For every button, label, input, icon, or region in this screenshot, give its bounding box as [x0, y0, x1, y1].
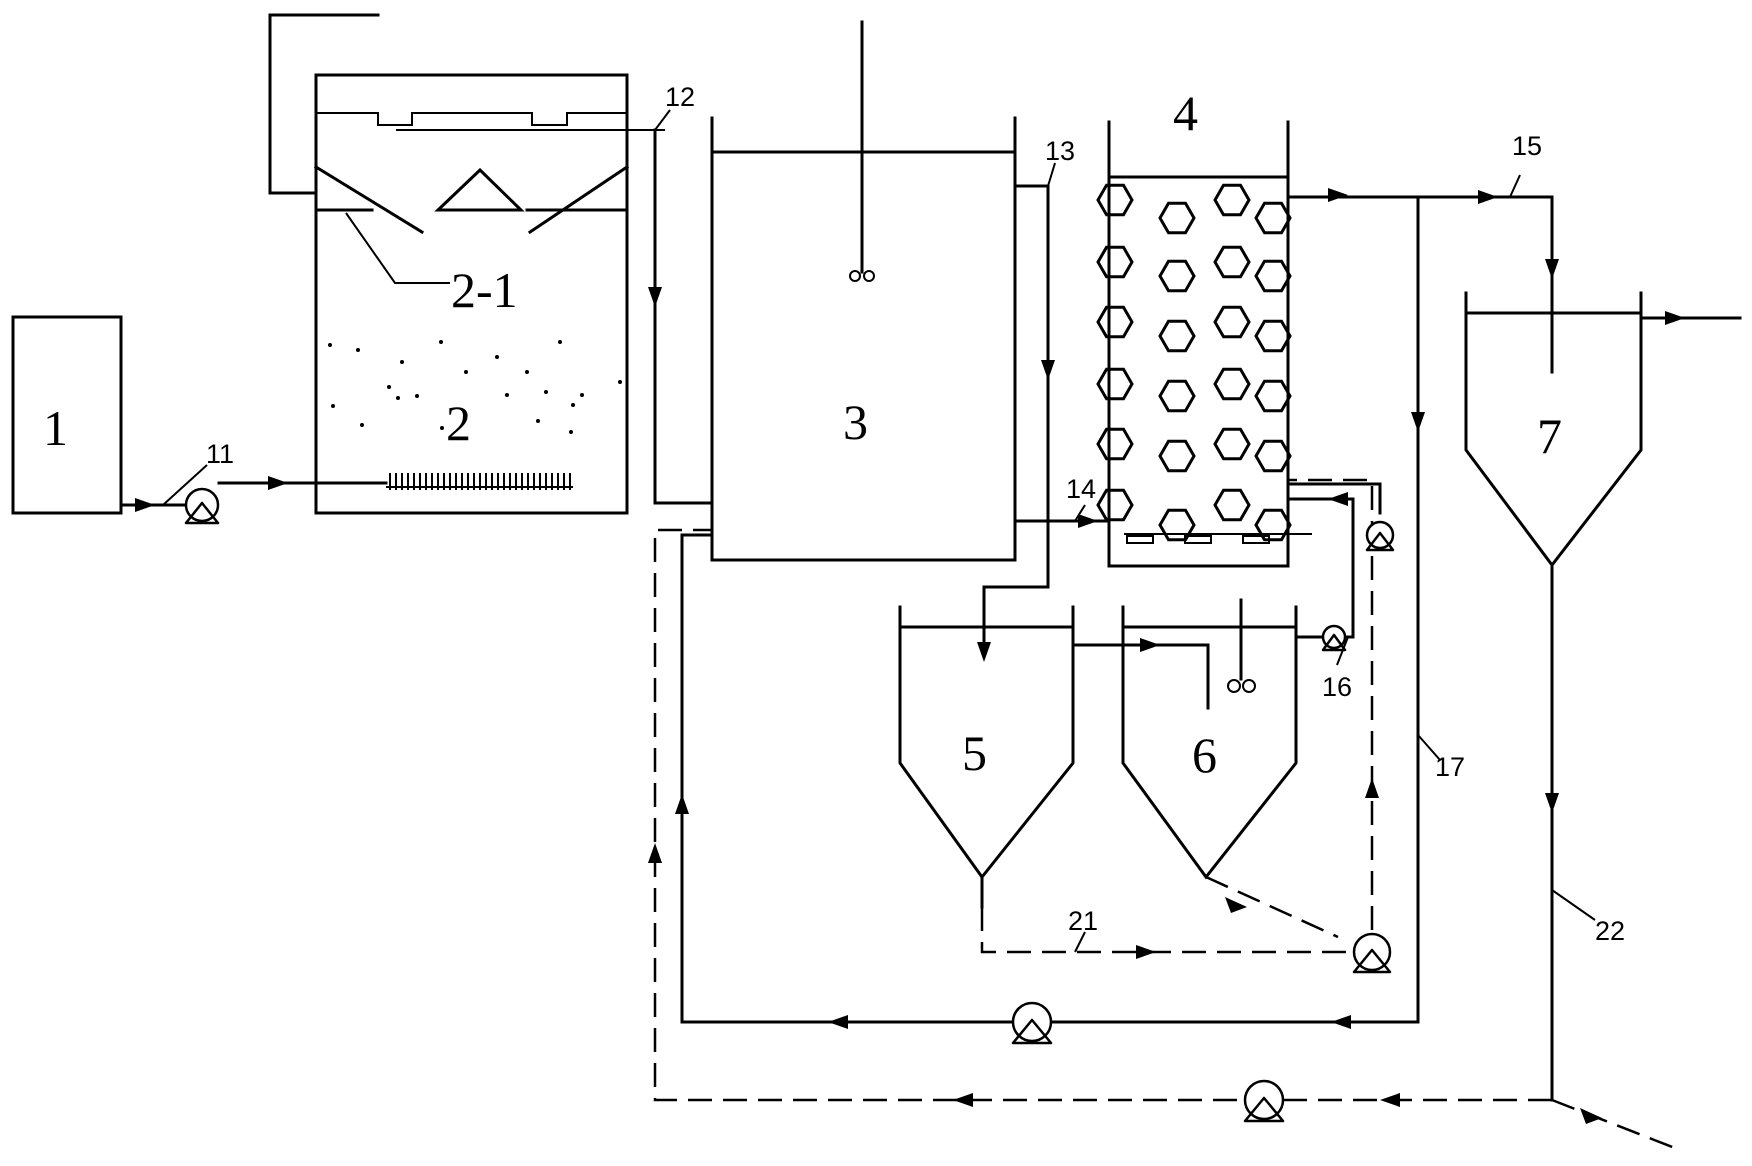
media-hexagon — [1254, 201, 1292, 235]
media-hexagon — [1096, 245, 1134, 279]
pipe-network — [119, 128, 1742, 1102]
flow-arrow-icon — [1328, 188, 1348, 202]
flow-arrow-icon — [1545, 793, 1559, 813]
media-hexagon — [1158, 319, 1196, 353]
tank-6-label: 6 — [1192, 727, 1217, 783]
pipe-12-label: 12 — [665, 82, 695, 112]
pipe-22-label: 22 — [1595, 916, 1625, 946]
flow-arrow-icon — [1380, 1093, 1400, 1107]
media-hexagon — [1158, 201, 1196, 235]
pumps — [184, 487, 1395, 1123]
flow-arrow-icon — [953, 1093, 973, 1107]
flow-arrow-icon — [1665, 311, 1685, 325]
sludge-line-network — [653, 478, 1681, 1152]
separator-2-1-label: 2-1 — [451, 262, 518, 318]
biofilter-4: 4 — [1096, 85, 1312, 568]
tank-3: 3 — [710, 20, 1017, 562]
pump-icon — [1321, 624, 1347, 652]
flow-arrow-icon — [1328, 492, 1348, 506]
media-hexagon — [1096, 305, 1134, 339]
pipe-14-label: 14 — [1066, 474, 1096, 504]
flow-arrow-icon — [1140, 638, 1160, 652]
media-hexagon — [1213, 427, 1251, 461]
flow-arrow-icon — [1545, 259, 1559, 279]
pump-icon — [1365, 520, 1395, 552]
flow-arrow-icon — [268, 476, 288, 490]
pipe-17-label: 17 — [1435, 752, 1465, 782]
media-hexagon — [1254, 319, 1292, 353]
flow-arrow-icon — [1365, 778, 1379, 798]
flow-arrow-icon — [1331, 1015, 1351, 1029]
media-hexagon — [1096, 427, 1134, 461]
media-hexagon — [1254, 439, 1292, 473]
flow-arrow-icon — [1136, 945, 1156, 959]
flow-arrow-icon — [648, 843, 662, 863]
media-hexagon — [1213, 488, 1251, 522]
flow-arrow-icon — [135, 498, 155, 512]
pipe-16-label: 16 — [1322, 672, 1352, 702]
media-hexagon — [1158, 379, 1196, 413]
flow-arrow-icon — [675, 794, 689, 814]
flow-arrow-icon — [977, 642, 991, 662]
water-distributor — [386, 473, 573, 490]
media-hexagon — [1096, 488, 1134, 522]
flow-arrow-icon — [828, 1015, 848, 1029]
tank-1-label: 1 — [43, 400, 68, 456]
pump-icon — [1243, 1079, 1285, 1123]
settler-7-label: 7 — [1537, 408, 1562, 464]
pump-icon — [184, 487, 220, 525]
sludge-particles — [328, 340, 622, 434]
pump-icon — [1011, 1001, 1053, 1045]
flow-arrow-icon — [1078, 514, 1098, 528]
media-hexagon — [1254, 379, 1292, 413]
flow-arrow-icon — [1041, 360, 1055, 380]
media-hexagon — [1213, 305, 1251, 339]
media-hexagon — [1213, 183, 1251, 217]
media-hexagon — [1158, 439, 1196, 473]
biofilter-4-label: 4 — [1173, 85, 1198, 141]
flow-arrows — [135, 188, 1685, 1124]
pipe-13-label: 13 — [1045, 136, 1075, 166]
pipe-15-label: 15 — [1512, 131, 1542, 161]
tank-3-label: 3 — [843, 394, 868, 450]
media-hexagon — [1254, 508, 1292, 542]
pipe-labels: 11 12 13 14 15 16 17 21 22 — [162, 82, 1625, 953]
media-hexagon — [1213, 245, 1251, 279]
pipe-11-label: 11 — [206, 439, 234, 469]
pipe-21-label: 21 — [1068, 906, 1098, 936]
media-hexagon — [1158, 259, 1196, 293]
flow-arrow-icon — [1411, 412, 1425, 432]
flow-arrow-icon — [648, 287, 662, 307]
reactor-2: 2 2-1 — [268, 13, 665, 515]
media-hexagon — [1096, 367, 1134, 401]
flow-arrow-icon — [1478, 190, 1498, 204]
flow-arrow-icon — [1580, 1108, 1602, 1124]
settler-5-label: 5 — [962, 725, 987, 781]
media-hexagon — [1096, 183, 1134, 217]
pump-icon — [1352, 932, 1392, 974]
media-hexagon — [1254, 259, 1292, 293]
media-hexagon — [1213, 367, 1251, 401]
reactor-2-label: 2 — [446, 395, 471, 451]
filter-media — [1096, 183, 1292, 542]
tank-1: 1 — [11, 315, 123, 515]
flow-arrow-icon — [1225, 897, 1247, 913]
